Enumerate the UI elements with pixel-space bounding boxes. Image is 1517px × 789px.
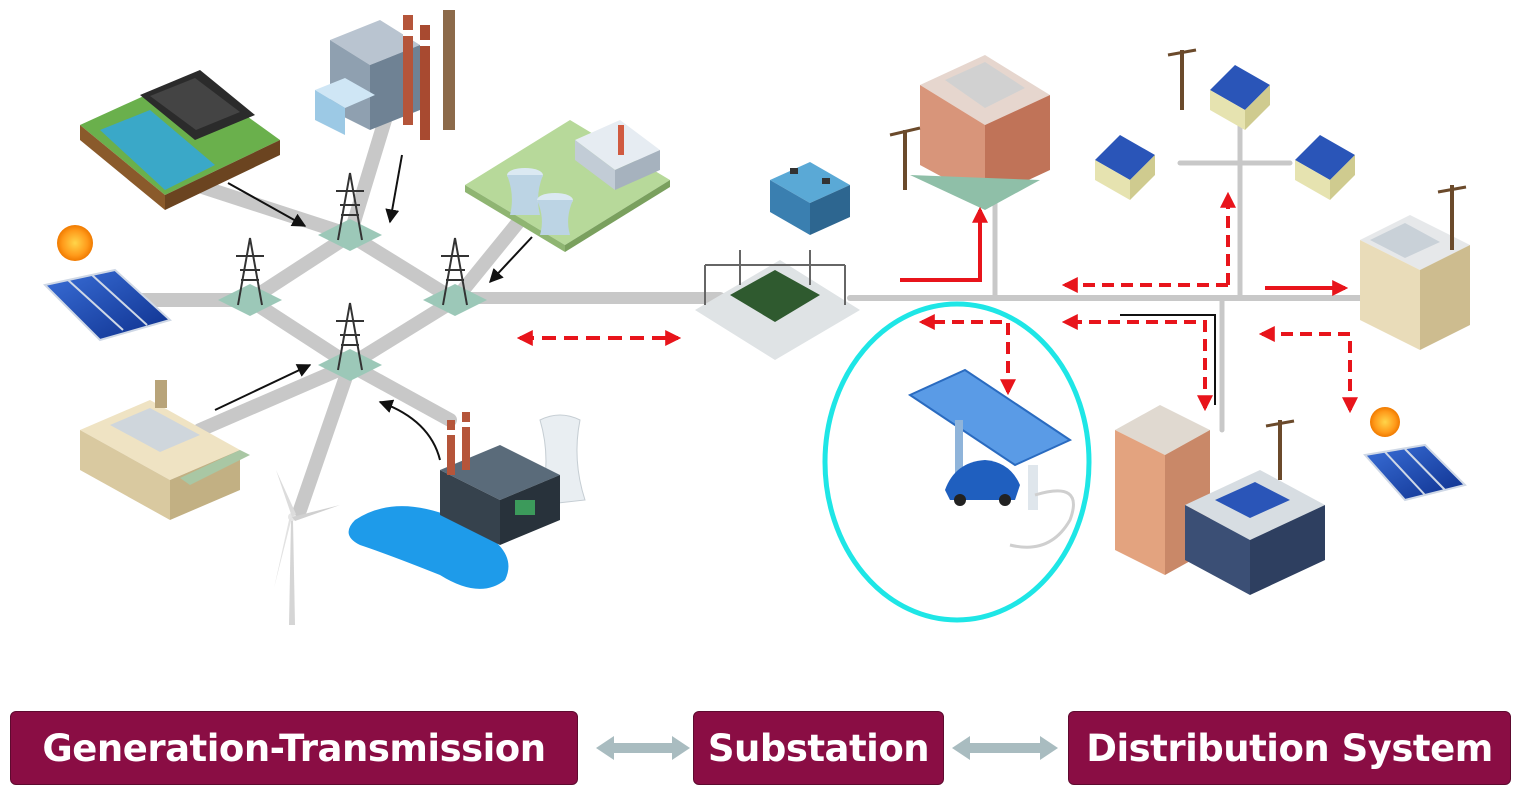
coal-plant-icon — [315, 10, 455, 140]
connector-arrow-left — [596, 736, 690, 760]
substation-label: Substation — [693, 711, 944, 785]
generation-transmission-label: Generation-Transmission — [10, 711, 578, 785]
distribution-system-label: Distribution System — [1068, 711, 1511, 785]
commercial-feed-line — [1120, 314, 1216, 405]
wind-turbine-icon — [274, 470, 340, 625]
factory-icon — [1360, 185, 1470, 350]
solar-farm-left-icon — [42, 225, 173, 342]
hydro-plant-icon — [80, 70, 280, 210]
ev-highlight-circle — [822, 301, 1092, 623]
generation-flow-arrows — [214, 154, 533, 461]
grid-lines — [103, 113, 1363, 517]
substation-icon — [695, 250, 860, 360]
connector-arrow-right — [952, 736, 1058, 760]
label-connectors — [596, 736, 1058, 760]
office-tower-icon — [889, 55, 1050, 210]
nuclear-plant-icon — [465, 120, 670, 252]
solar-farm-right-icon — [1363, 407, 1467, 502]
commercial-buildings-icon — [1115, 405, 1325, 595]
distribution-flow-arrows — [900, 191, 1358, 414]
transmission-towers — [218, 172, 487, 381]
lake-power-plant-icon — [348, 412, 586, 589]
solar-houses-icon — [1095, 48, 1355, 200]
ev-charging-station-icon — [907, 368, 1075, 549]
battery-icon — [770, 162, 850, 235]
gas-plant-icon — [80, 380, 250, 520]
